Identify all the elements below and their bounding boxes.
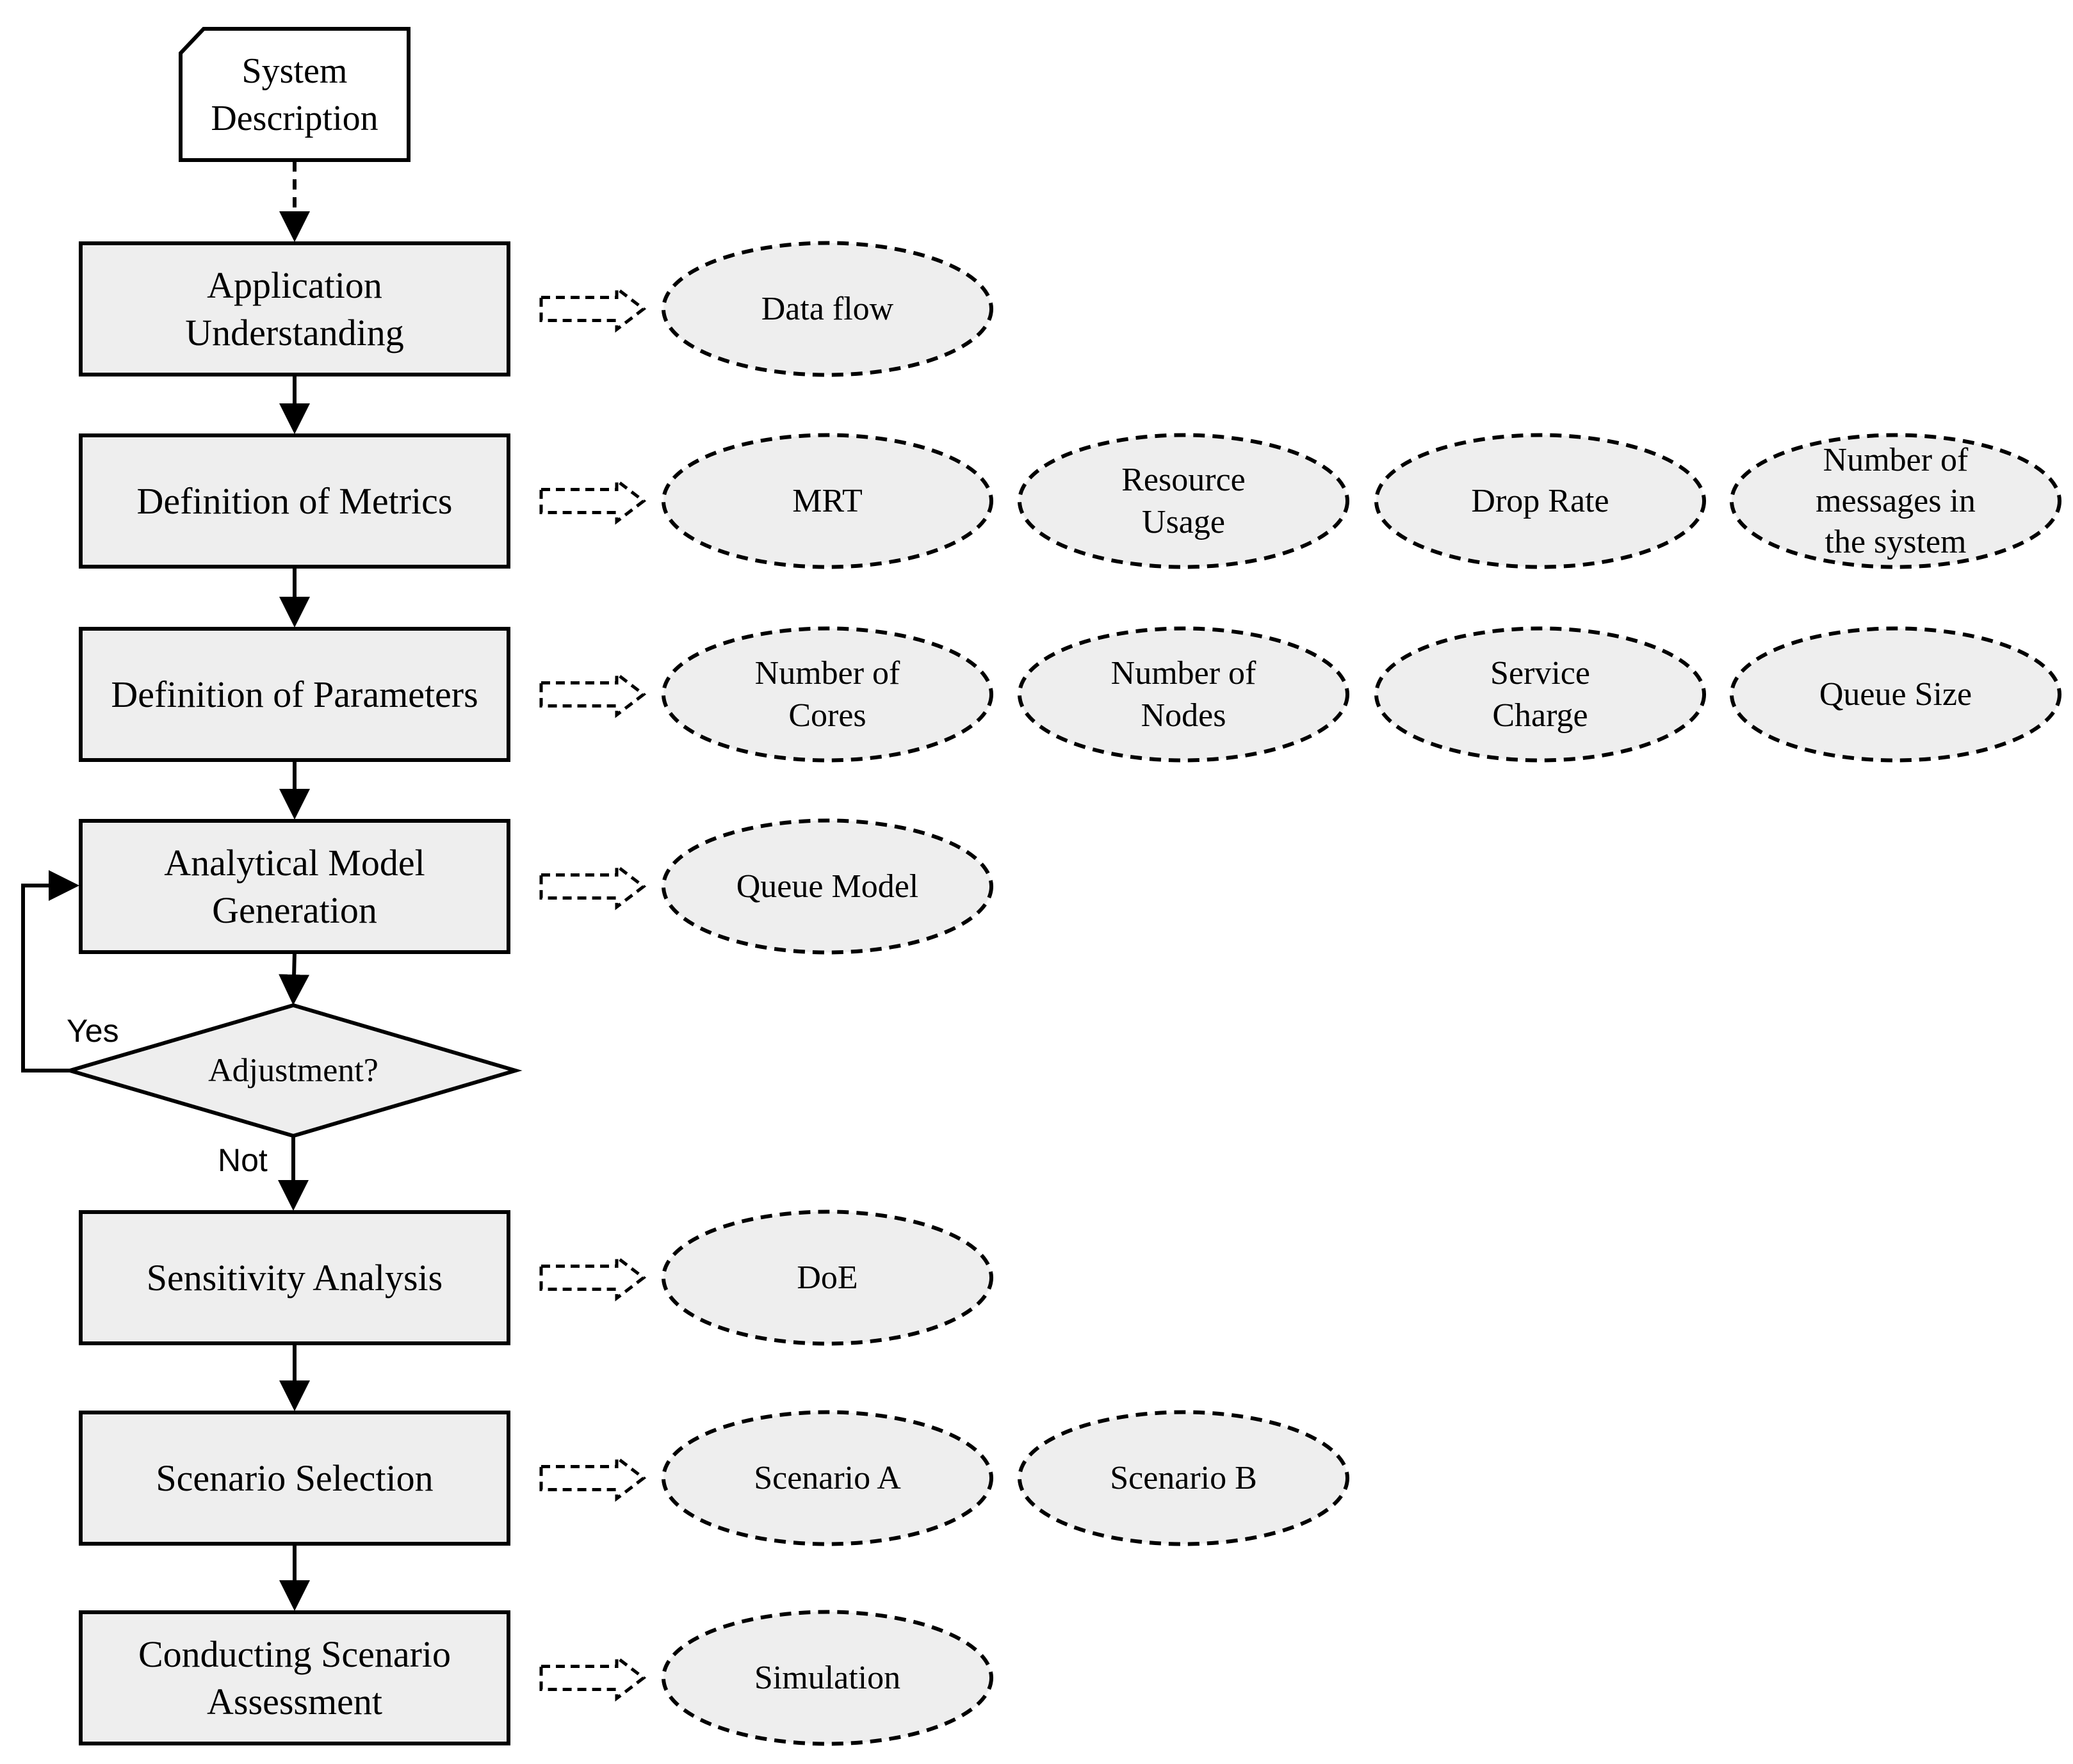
output-ellipse-shape xyxy=(662,1610,993,1746)
output-ellipse-label: Service xyxy=(1490,655,1590,692)
output-ellipse: Data flow xyxy=(662,241,993,377)
output-ellipse-shape xyxy=(662,818,993,955)
step-scen: Scenario Selection Scenario A Scenario B xyxy=(79,1410,1349,1546)
output-ellipse-label: MRT xyxy=(792,483,863,519)
step-metrics-output-arrow xyxy=(539,477,647,525)
output-ellipse-shape xyxy=(1374,433,1706,569)
step-model-output-arrow xyxy=(539,862,647,910)
output-ellipse-label: the system xyxy=(1825,524,1967,560)
step-sens-output-arrow xyxy=(539,1254,647,1302)
output-ellipse-label: Scenario A xyxy=(754,1460,901,1496)
system-description-shape xyxy=(179,27,411,162)
nodes: SystemDescriptionApplicationUnderstandin… xyxy=(63,27,2061,1746)
output-ellipse-shape xyxy=(1018,626,1349,763)
output-ellipse-label: Number of xyxy=(755,655,900,692)
step-assess-box xyxy=(79,1610,510,1745)
output-ellipse: Simulation xyxy=(662,1610,993,1746)
output-ellipse-label: Usage xyxy=(1142,504,1225,540)
step-params-box xyxy=(79,627,510,762)
output-ellipse: Scenario B xyxy=(1018,1410,1349,1546)
no-branch-label: Not xyxy=(218,1142,268,1178)
step-sens-box xyxy=(79,1210,510,1345)
output-ellipse-shape xyxy=(1730,433,2061,569)
output-ellipse-shape xyxy=(662,1210,993,1346)
output-ellipse-shape xyxy=(1018,1410,1349,1546)
step-model-label: Generation xyxy=(212,889,377,931)
decision-label: Adjustment? xyxy=(208,1053,378,1089)
step-metrics-label: Definition of Metrics xyxy=(137,480,453,522)
step-app-output-arrow xyxy=(539,285,647,333)
step-app-box xyxy=(79,241,510,376)
output-ellipse-label: Charge xyxy=(1492,697,1588,734)
output-ellipse: Queue Model xyxy=(662,818,993,955)
output-ellipse: MRT xyxy=(662,433,993,569)
output-ellipse: Number of Nodes xyxy=(1018,626,1349,763)
output-ellipse-label: Resource xyxy=(1121,462,1245,498)
output-ellipse-shape xyxy=(1018,433,1349,569)
output-ellipse-label: Simulation xyxy=(754,1660,900,1696)
output-ellipse-label: Drop Rate xyxy=(1471,483,1609,519)
step-scen-output-arrow xyxy=(539,1454,647,1502)
output-ellipse-label: Number of xyxy=(1823,442,1969,478)
output-ellipse: Scenario A xyxy=(662,1410,993,1546)
output-ellipse-shape xyxy=(662,241,993,377)
output-ellipse: Number of Cores xyxy=(662,626,993,763)
decision-yes-loop-connector xyxy=(21,870,79,1072)
output-ellipse-label: Number of xyxy=(1111,655,1256,692)
step-sens-label: Sensitivity Analysis xyxy=(147,1257,443,1299)
output-ellipse-label: Queue Model xyxy=(736,868,918,905)
decision-diamond xyxy=(63,1003,523,1138)
step-scen-label: Scenario Selection xyxy=(156,1457,433,1499)
model-to-decision-connector xyxy=(279,951,310,1005)
output-ellipse: DoE xyxy=(662,1210,993,1346)
output-ellipse-shape xyxy=(662,433,993,569)
output-ellipse-label: messages in xyxy=(1816,483,1976,519)
system-description-label: System xyxy=(242,51,348,91)
system-description-label: Description xyxy=(211,99,378,138)
output-ellipse-label: DoE xyxy=(797,1259,858,1296)
output-ellipse-label: Queue Size xyxy=(1819,676,1972,713)
step-params-label: Definition of Parameters xyxy=(111,674,478,715)
output-ellipse-label: Nodes xyxy=(1141,697,1226,734)
output-ellipse: Queue Size xyxy=(1730,626,2061,763)
step-model-box xyxy=(79,819,510,954)
output-ellipse: Number of messages in the system xyxy=(1730,433,2061,569)
step-assess-output-arrow xyxy=(539,1654,647,1702)
step-metrics-box xyxy=(79,433,510,569)
yes-branch-label: Yes xyxy=(67,1013,119,1049)
step-sens: Sensitivity Analysis DoE xyxy=(79,1210,993,1346)
step-assess-label: Assessment xyxy=(207,1681,382,1722)
step-app-label: Application xyxy=(207,264,382,306)
step-app-label: Understanding xyxy=(185,312,404,353)
output-ellipse-shape xyxy=(1730,626,2061,763)
output-ellipse-label: Data flow xyxy=(761,291,894,327)
step-assess-label: Conducting Scenario xyxy=(138,1633,451,1675)
step-scen-box xyxy=(79,1411,510,1546)
output-ellipse-shape xyxy=(662,1410,993,1546)
output-ellipse: Drop Rate xyxy=(1374,433,1706,569)
output-ellipse-label: Cores xyxy=(788,697,866,734)
connectors xyxy=(21,161,310,1611)
output-ellipse-label: Scenario B xyxy=(1110,1460,1257,1496)
step-model-label: Analytical Model xyxy=(164,842,425,884)
output-ellipse-shape xyxy=(1374,626,1706,763)
output-ellipse-shape xyxy=(662,626,993,763)
step-params-output-arrow xyxy=(539,670,647,718)
